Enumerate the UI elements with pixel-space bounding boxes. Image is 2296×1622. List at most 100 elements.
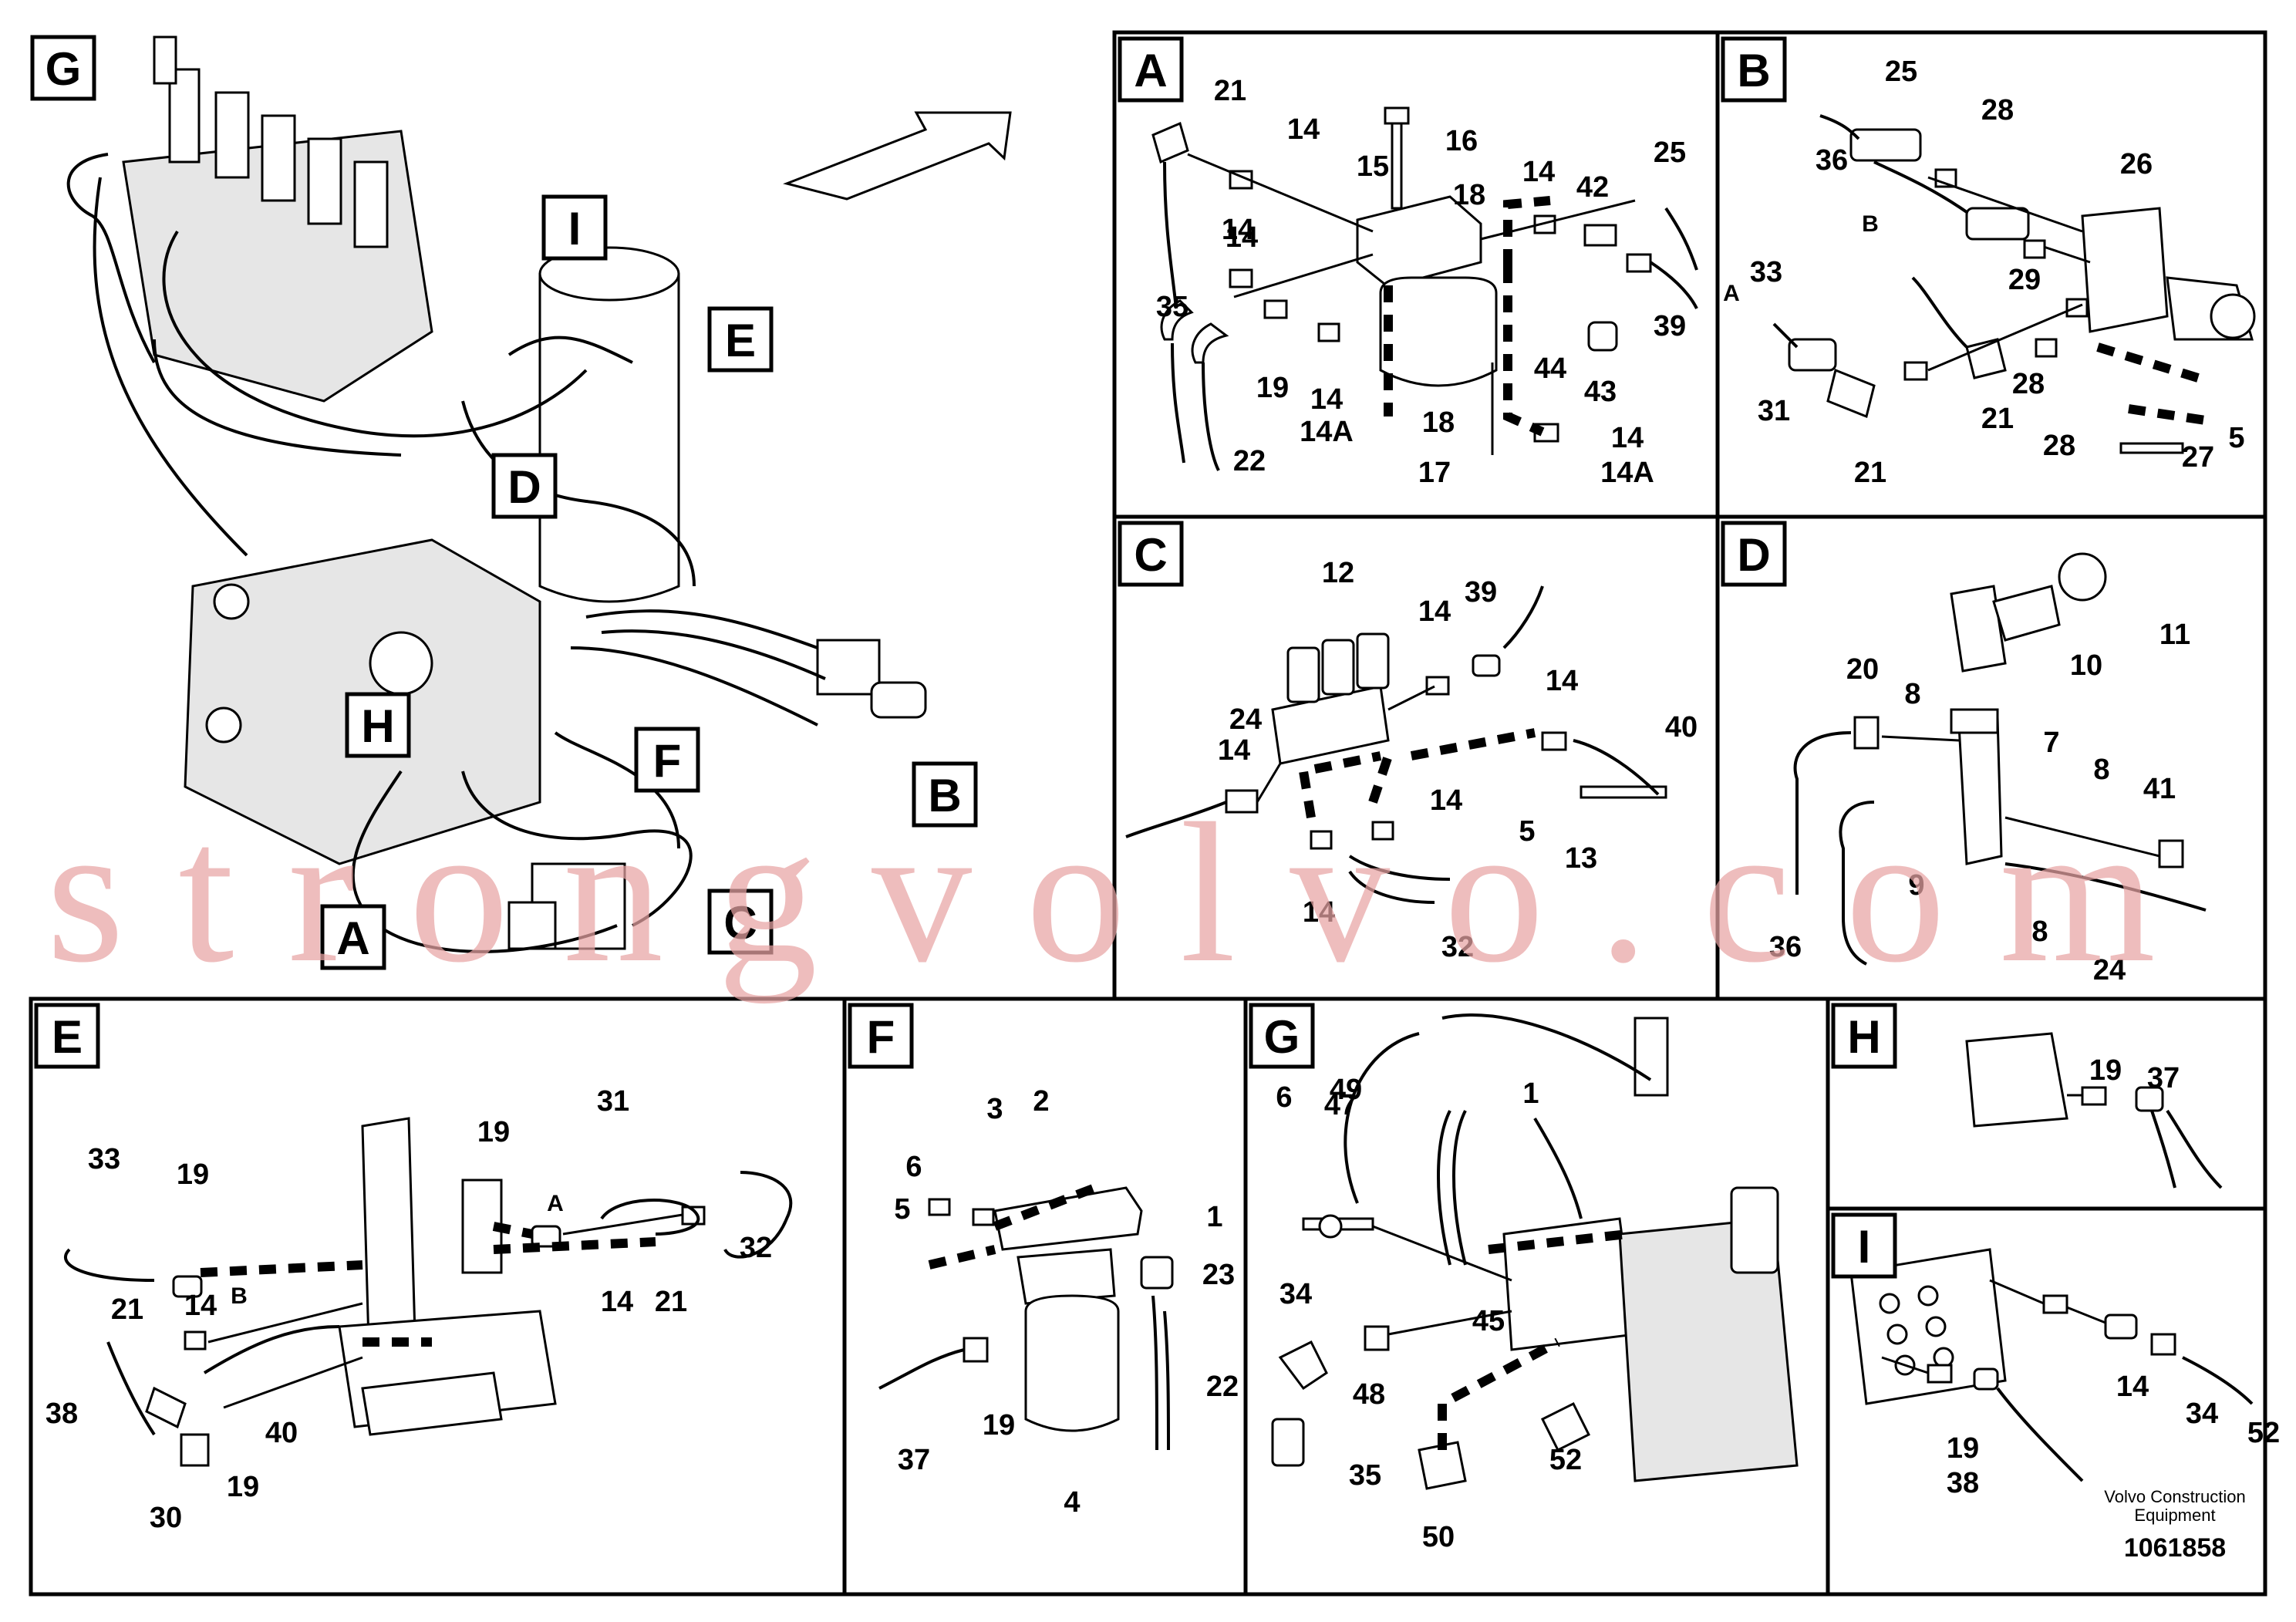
callout-g-6: 48 <box>1353 1378 1385 1411</box>
callout-a-2: 16 <box>1445 125 1478 157</box>
callout-e-7: 14 <box>184 1290 217 1322</box>
overview-drawing <box>66 35 1012 953</box>
overview-tag-f-label: F <box>653 735 682 787</box>
panel-d-tee-fitting <box>1950 585 2007 673</box>
callout-c-10: 14 <box>1303 896 1335 929</box>
panel-tag-e-label: E <box>52 1011 83 1063</box>
panel-tag-d-label: D <box>1737 529 1770 581</box>
panel-tag-h-label: H <box>1847 1011 1880 1063</box>
panel-tag-f-box <box>848 1003 914 1069</box>
callout-c-8: 5 <box>1519 815 1535 848</box>
callout-b-6: 29 <box>2008 264 2041 296</box>
panel-c-solenoids <box>1286 632 1390 703</box>
callout-b-10: 28 <box>2012 368 2045 400</box>
callout-a-8: 14 <box>1222 214 1254 246</box>
callout-i-3: 52 <box>2247 1417 2280 1449</box>
callout-c-11: 32 <box>1441 931 1474 963</box>
callout-e-9: 21 <box>655 1286 687 1318</box>
panel-tag-b-label: B <box>1737 45 1770 96</box>
panel-tag-i-box <box>1831 1212 1897 1279</box>
overview-tag-a-box <box>320 904 386 970</box>
panel-a-bolt <box>1391 114 1403 210</box>
company-name-line1: Volvo Construction <box>2104 1487 2245 1506</box>
panel-tag-a-label: A <box>1134 45 1167 96</box>
panel-d-drawing <box>1793 552 2207 966</box>
callout-i-0: 14 <box>2116 1371 2149 1403</box>
callout-f-0: 3 <box>986 1093 1003 1125</box>
overview-tag-f: F <box>634 727 700 793</box>
panel-h-component <box>1965 1032 2068 1128</box>
panel-f-drawing <box>878 1183 1174 1451</box>
callout-a-21: 14A <box>1600 457 1654 489</box>
panel-tag-a-box <box>1118 36 1184 103</box>
callout-f-7: 37 <box>898 1444 930 1476</box>
callout-a-11: 19 <box>1256 372 1289 404</box>
overview-tag-b: B <box>912 761 978 828</box>
overview-tag-i-box <box>541 194 608 261</box>
callout-a-15: 44 <box>1534 352 1566 385</box>
callout-e-6: 21 <box>111 1293 143 1326</box>
callout-e-5: 32 <box>740 1232 772 1264</box>
callout-e-3: 19 <box>177 1158 209 1191</box>
callout-c-6: 24 <box>1229 703 1262 736</box>
direction-arrow-icon <box>783 111 1012 201</box>
overview-tag-e: E <box>707 306 774 373</box>
callout-e-11: 38 <box>46 1398 78 1430</box>
panel-frames <box>29 30 2267 1597</box>
panel-tag-i: I <box>1831 1212 1897 1279</box>
overview-tag-i: I <box>541 194 608 261</box>
callout-d-5: 8 <box>2093 754 2109 786</box>
overview-tag-e-label: E <box>725 315 756 366</box>
callout-e-2: 19 <box>477 1116 510 1148</box>
callout-d-0: 11 <box>2159 619 2190 651</box>
callout-b-2: 36 <box>1816 144 1848 177</box>
panel-f-filter-bowl <box>1024 1294 1120 1432</box>
callout-d-3: 8 <box>1904 678 1920 710</box>
panel-tag-g: G <box>1249 1003 1315 1069</box>
callout-d-7: 9 <box>1908 869 1924 902</box>
callout-c-9: 13 <box>1565 842 1597 875</box>
overview-tag-h-label: H <box>361 700 394 752</box>
callout-a-7: 25 <box>1654 137 1686 169</box>
callout-g-2: 47 <box>1324 1089 1357 1121</box>
panel-g-relief-valve <box>1633 1017 1669 1097</box>
panel-tag-f: F <box>848 1003 914 1069</box>
callout-a-14: 18 <box>1422 406 1455 439</box>
callout-a-12: 14 <box>1310 383 1343 416</box>
callout-d-2: 20 <box>1846 653 1879 686</box>
callout-e-1: 33 <box>88 1143 120 1175</box>
overview-tag-g: G <box>30 35 96 101</box>
callout-a-3: 15 <box>1357 150 1389 183</box>
panel-a-accumulator <box>1379 276 1498 387</box>
callout-d-9: 36 <box>1769 931 1802 963</box>
callout-a-5: 14 <box>1522 156 1555 188</box>
panel-tag-c-box <box>1118 521 1184 587</box>
callout-b-13: 5 <box>2228 422 2244 454</box>
panel-tag-i-label: I <box>1858 1221 1871 1273</box>
callout-e-13: 30 <box>150 1502 182 1534</box>
callout-h-0: 19 <box>2089 1054 2122 1087</box>
callout-a-13: 14A <box>1300 416 1354 448</box>
panel-tag-h-box <box>1831 1003 1897 1069</box>
overview-tag-h-box <box>345 692 411 758</box>
callout-d-4: 7 <box>2043 727 2059 759</box>
callout-b-12: 28 <box>2043 430 2075 462</box>
callout-g-7: 35 <box>1349 1459 1381 1492</box>
callout-e-12: 40 <box>265 1417 298 1449</box>
panel-tag-g-box <box>1249 1003 1315 1069</box>
panel-tag-e: E <box>34 1003 100 1069</box>
callout-f-1: 2 <box>1033 1085 1049 1118</box>
callout-c-1: 14 <box>1418 595 1451 628</box>
overview-tag-c-label: C <box>723 897 757 949</box>
callout-d-1: 10 <box>2070 649 2102 682</box>
panel-g-drawing <box>1271 1013 1799 1490</box>
overview-tag-i-label: I <box>568 203 582 255</box>
panel-g-control-valve <box>1618 1217 1799 1482</box>
overview-tag-c-box <box>707 889 774 955</box>
callout-a-6: 42 <box>1576 171 1609 204</box>
callout-b-0: 25 <box>1885 56 1917 88</box>
callout-i-1: 34 <box>2186 1398 2218 1430</box>
panel-tag-c: C <box>1118 521 1184 587</box>
